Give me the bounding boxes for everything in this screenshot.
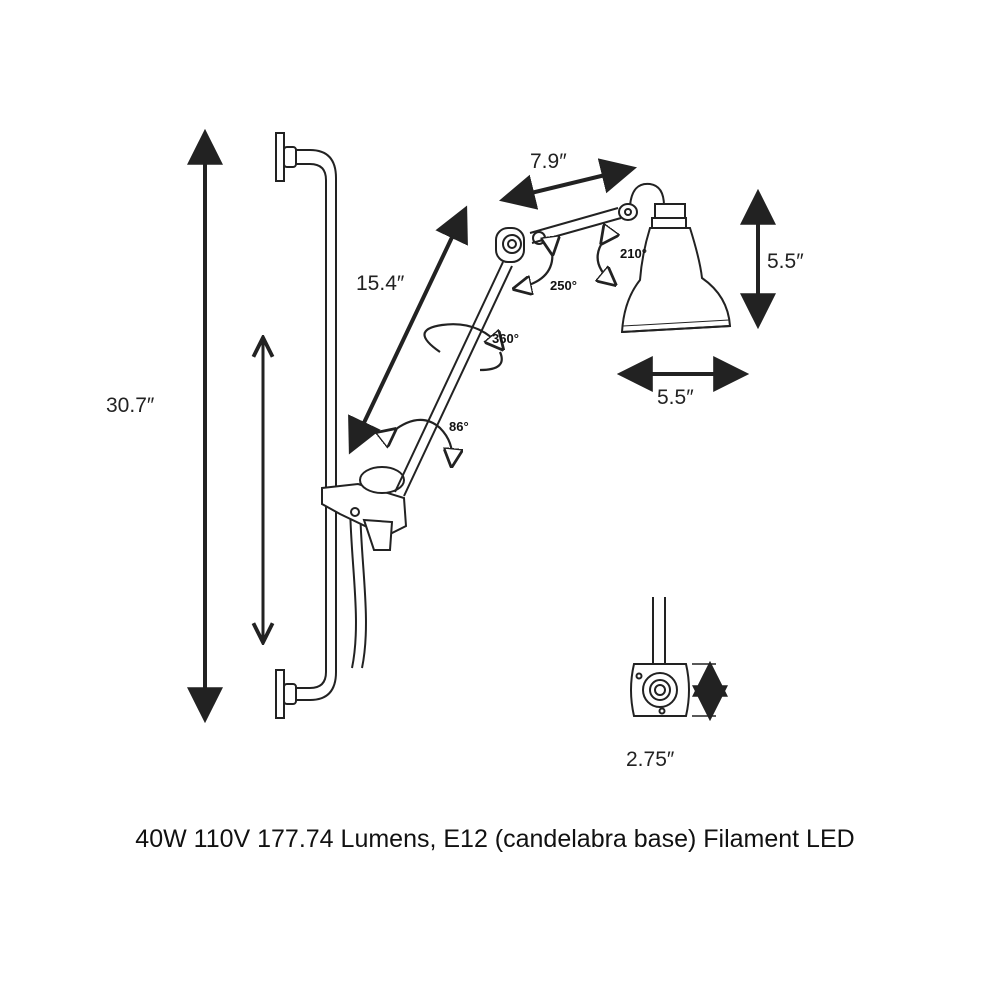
dimension-arrows	[187, 128, 776, 724]
wall-rail	[275, 132, 337, 719]
rotation-arrows	[392, 240, 612, 462]
arm-length-label: 15.4″	[356, 272, 405, 295]
elbow-joint	[495, 227, 546, 263]
arm-rotation-angle-label: 360°	[492, 331, 519, 346]
lamp-shade	[618, 182, 732, 334]
lower-arm	[394, 261, 513, 497]
base-diameter-label: 2.75″	[626, 748, 675, 771]
shade-pivot-rotation-arrow	[598, 240, 612, 282]
arm-rotation-arrow-bottom	[479, 351, 503, 372]
overall-height-label: 30.7″	[106, 394, 155, 417]
rail-clamp	[321, 466, 408, 669]
base-tilt-rotation-arrow	[392, 418, 452, 462]
upper-arm-length-arrow	[499, 158, 637, 210]
arm-rotation-arrow-top	[423, 323, 500, 353]
upper-arm-length-label: 7.9″	[530, 150, 567, 173]
arm-length-arrow	[348, 205, 468, 455]
shade-width-label: 5.5″	[657, 386, 694, 409]
elbow-pivot-rotation-arrow	[518, 250, 552, 288]
elbow-pivot-angle-label: 250°	[550, 278, 577, 293]
wall-base-detail	[630, 597, 690, 717]
shade-pivot-angle-label: 210°	[620, 246, 647, 261]
base-tilt-angle-label: 86°	[449, 419, 469, 434]
shade-height-label: 5.5″	[767, 250, 804, 273]
spec-caption: 40W 110V 177.74 Lumens, E12 (candelabra …	[135, 825, 855, 853]
